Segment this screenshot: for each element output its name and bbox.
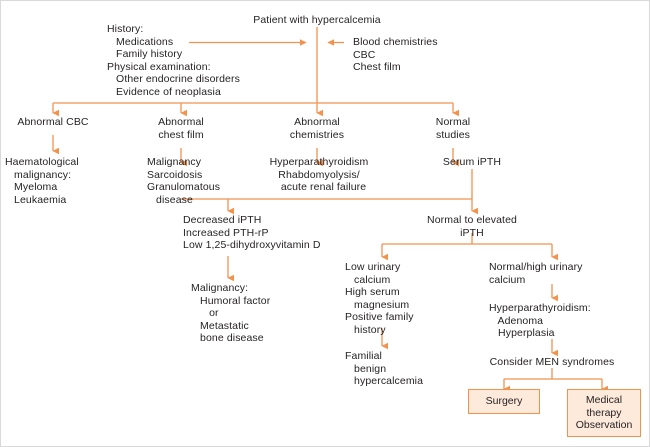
node-familial-benign-hypercalcemia: Familial benign hypercalcemia [345, 350, 424, 388]
box-medical-therapy-observation[interactable]: Medical therapy Observation [567, 389, 641, 437]
node-low-urinary-calcium: Low urinary calcium High serum magnesium… [345, 261, 414, 336]
node-hyperparathyroidism-rhabdomyolysis: Hyperparathyroidism Rhabdomyolysis/ acut… [269, 156, 369, 194]
node-abnormal-cbc: Abnormal CBC [17, 116, 89, 128]
node-tests: Blood chemistries CBC Chest film [353, 36, 438, 74]
node-history: History: Medications Family history Phys… [107, 23, 240, 98]
box-surgery[interactable]: Surgery [468, 389, 540, 414]
node-consider-men-syndromes: Consider MEN syndromes [489, 356, 615, 368]
node-patient: Patient with hypercalcemia [253, 14, 381, 26]
node-normal-high-urinary-calcium: Normal/high urinary calcium [489, 261, 583, 286]
node-malignancy-humoral: Malignancy: Humoral factor or Metastatic… [191, 282, 271, 345]
node-malignancy-sarcoidosis: Malignancy Sarcoidosis Granulomatous dis… [147, 156, 221, 206]
node-decreased-ipth: Decreased iPTH Increased PTH-rP Low 1,25… [183, 214, 321, 252]
node-hyperparathyroidism-types: Hyperparathyroidism: Adenoma Hyperplasia [489, 302, 591, 340]
node-normal-to-elevated-ipth: Normal to elevated iPTH [427, 214, 517, 239]
node-abnormal-chemistries: Abnormal chemistries [289, 116, 345, 141]
node-serum-ipth: Serum iPTH [442, 156, 502, 168]
node-abnormal-chest-film: Abnormal chest film [158, 116, 204, 141]
node-haematological-malignancy: Haematological malignancy: Myeloma Leuka… [5, 156, 79, 206]
node-normal-studies: Normal studies [435, 116, 471, 141]
